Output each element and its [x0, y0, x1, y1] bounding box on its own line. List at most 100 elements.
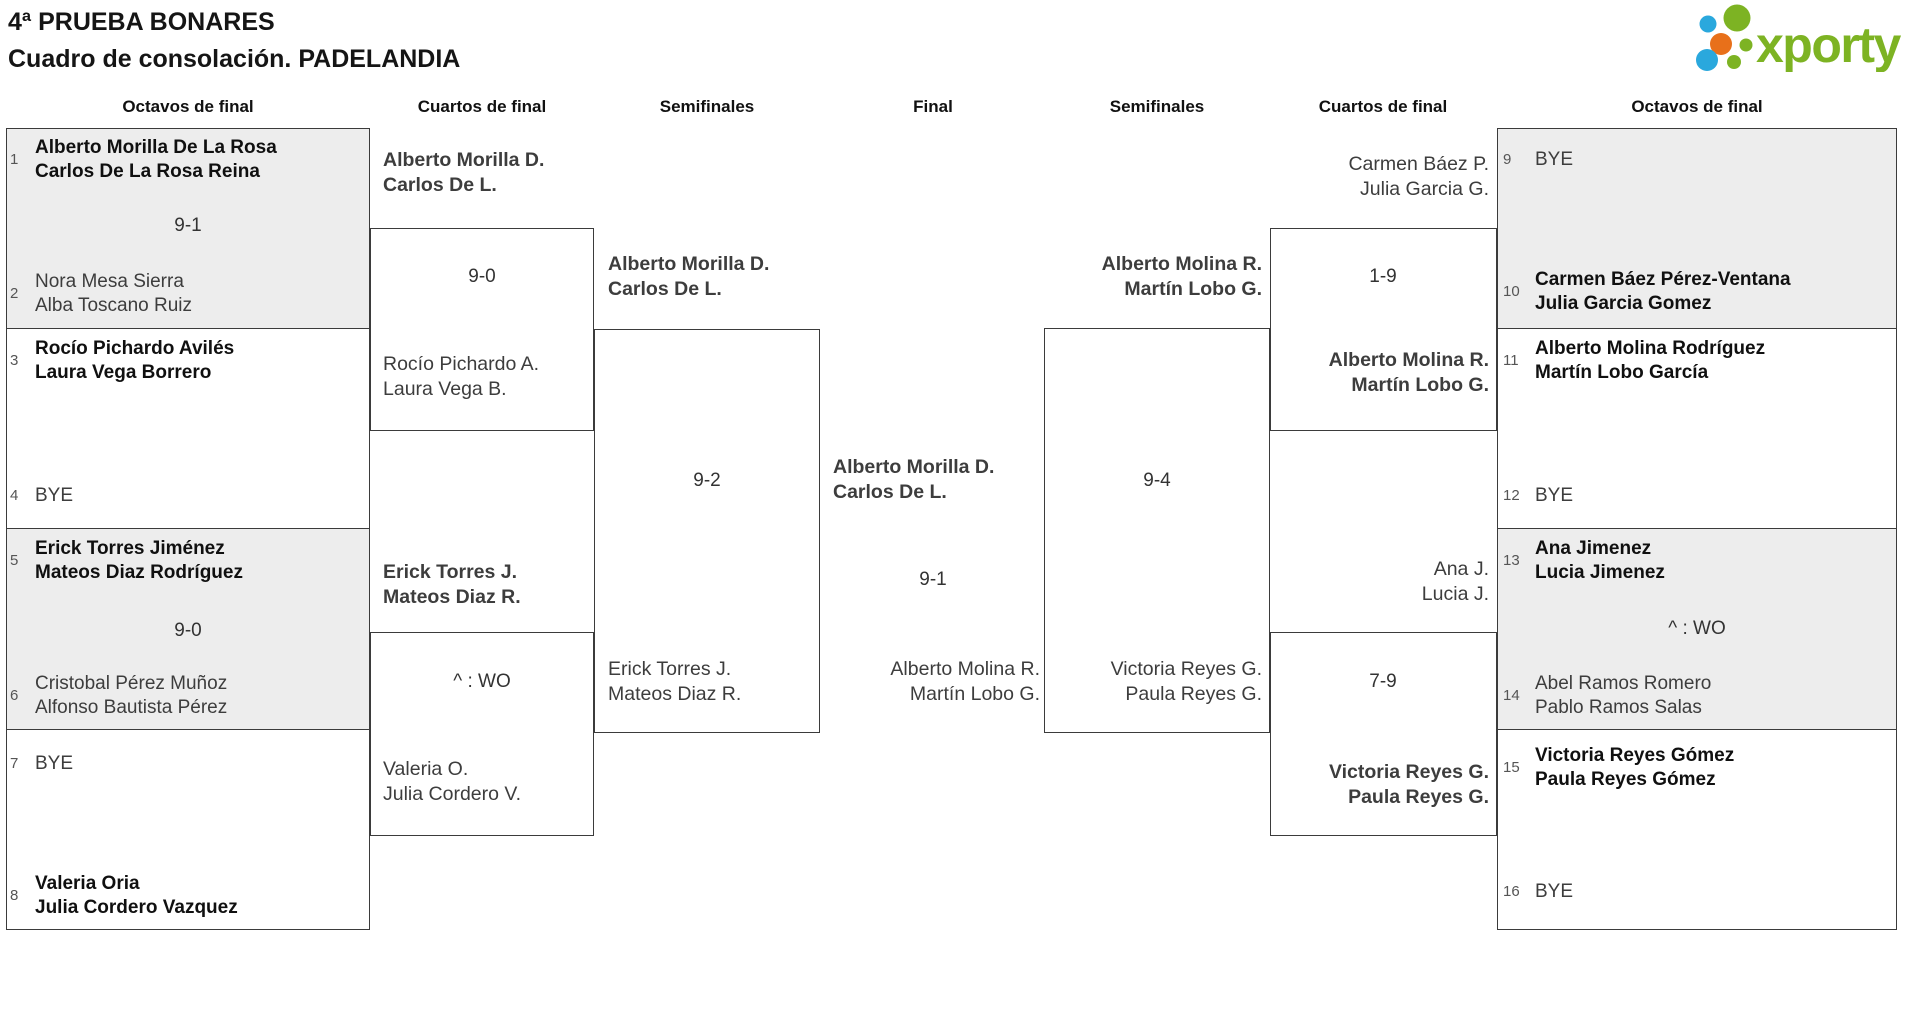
seed-number: 1: [10, 151, 19, 168]
player-name: Julia Cordero V.: [383, 783, 522, 805]
semifinal-left-loser: Erick Torres J. Mateos Diaz R.: [608, 657, 741, 707]
player-name: Martín Lobo G.: [1124, 278, 1262, 300]
match-shade: [6, 128, 370, 328]
page-title: 4ª PRUEBA BONARES Cuadro de consolación.…: [8, 4, 460, 78]
player-name: Alberto Morilla De La Rosa: [35, 137, 277, 158]
player-name: Mateos Diaz R.: [608, 683, 742, 705]
match-score: ^ : WO: [453, 671, 511, 692]
seed-number: 2: [10, 285, 19, 302]
bracket-line: [6, 528, 370, 529]
final-score: 9-1: [919, 569, 947, 590]
player-name: Abel Ramos Romero: [1535, 673, 1712, 694]
player-name: Alfonso Bautista Pérez: [35, 697, 228, 718]
player-name: Carlos De L.: [833, 481, 947, 503]
match-score: 7-9: [1369, 671, 1397, 692]
player-name: Rocío Pichardo Avilés: [35, 338, 235, 359]
match-score: 1-9: [1369, 266, 1397, 287]
player-name: Erick Torres J.: [608, 658, 732, 680]
cuartos-left-2-winner: Erick Torres J. Mateos Diaz R.: [383, 560, 521, 610]
player-name: Alberto Morilla D.: [383, 149, 545, 171]
player-name: Pablo Ramos Salas: [1535, 697, 1702, 718]
logo-dot-orange: [1710, 33, 1732, 55]
player-name: Rocío Pichardo A.: [383, 353, 540, 375]
seed-number: 5: [10, 552, 19, 569]
logo-wordmark: xporty: [1756, 17, 1902, 72]
match-score: ^ : WO: [1668, 618, 1726, 639]
logo-dot-blue-small: [1699, 15, 1717, 33]
player-name: Valeria O.: [383, 758, 469, 780]
bye-label: BYE: [35, 485, 74, 506]
player-name: Julia Garcia G.: [1360, 178, 1489, 200]
logo-dot-blue-large: [1696, 49, 1718, 71]
round-header-final: Final: [913, 97, 953, 116]
player-name: Alba Toscano Ruiz: [35, 295, 193, 316]
round-header-semis-left: Semifinales: [659, 97, 755, 116]
semifinal-left-box: [594, 329, 820, 733]
seed-number: 9: [1503, 151, 1512, 168]
cuartos-right-2-loser: Ana J. Lucia J.: [1422, 557, 1489, 607]
match-score: 9-4: [1143, 470, 1171, 491]
player-name: Carmen Báez Pérez-Ventana: [1535, 269, 1791, 290]
player-name: Martín Lobo G.: [909, 683, 1040, 705]
player-name: Paula Reyes Gómez: [1535, 769, 1716, 790]
player-name: Martín Lobo G.: [1351, 374, 1489, 396]
match-score: 9-1: [174, 215, 202, 236]
player-name: Alberto Morilla D.: [833, 456, 995, 478]
seed-number: 13: [1503, 552, 1520, 569]
player-name: Victoria Reyes G.: [1328, 761, 1489, 783]
round-header-semis-right: Semifinales: [1109, 97, 1205, 116]
player-name: Laura Vega B.: [383, 378, 507, 400]
seed-number: 12: [1503, 487, 1520, 504]
bye-label: BYE: [1535, 485, 1574, 506]
round-header-cuartos-right: Cuartos de final: [1318, 97, 1448, 116]
xporty-logo[interactable]: xporty: [1684, 4, 1914, 72]
player-name: Lucia J.: [1421, 583, 1489, 605]
seed-number: 6: [10, 687, 19, 704]
final-winner: Alberto Morilla D. Carlos De L.: [833, 455, 994, 505]
cuartos-left-1-loser: Rocío Pichardo A. Laura Vega B.: [383, 352, 539, 402]
match-shade: [6, 528, 370, 729]
logo-dot-green-small: [1739, 38, 1753, 52]
round-header-octavos-left: Octavos de final: [122, 97, 254, 116]
logo-dot-green-bottom: [1727, 55, 1741, 69]
player-name: Julia Garcia Gomez: [1535, 293, 1712, 314]
cuartos-right-2-winner: Victoria Reyes G. Paula Reyes G.: [1329, 760, 1489, 810]
cuartos-left-2-loser: Valeria O. Julia Cordero V.: [383, 757, 521, 807]
match-shade: [1497, 528, 1897, 729]
semifinal-right-box: [1044, 328, 1270, 733]
player-name: Cristobal Pérez Muñoz: [35, 673, 228, 694]
match-score: 9-2: [693, 470, 721, 491]
octavos-left-box: [6, 128, 370, 930]
bracket-line: [1497, 729, 1897, 730]
player-name: Alberto Molina Rodríguez: [1535, 338, 1766, 359]
bracket-line: [1497, 328, 1897, 329]
seed-number: 10: [1503, 283, 1520, 300]
player-name: Erick Torres J.: [383, 561, 518, 583]
match-shade: [1497, 128, 1897, 328]
tournament-name: 4ª PRUEBA BONARES: [8, 8, 275, 36]
cuartos-left-box-1: [370, 228, 594, 431]
player-name: Alberto Molina R.: [890, 658, 1040, 680]
round-header-cuartos-left: Cuartos de final: [417, 97, 547, 116]
round-header-octavos-right: Octavos de final: [1631, 97, 1763, 116]
team-slot-9: 9 BYE: [1503, 148, 1573, 172]
bracket-line: [6, 729, 370, 730]
bracket-line: [6, 328, 370, 329]
player-name: Victoria Reyes G.: [1110, 658, 1262, 680]
match-score: 9-0: [468, 266, 496, 287]
player-name: Alberto Molina R.: [1101, 253, 1262, 275]
player-name: Mateos Diaz Rodríguez: [35, 562, 243, 583]
player-name: Julia Cordero Vazquez: [35, 897, 238, 918]
seed-number: 3: [10, 352, 19, 369]
cuartos-right-box-1: [1270, 228, 1497, 431]
semifinal-left-winner: Alberto Morilla D. Carlos De L.: [608, 252, 769, 302]
cuartos-left-box-2: [370, 632, 594, 836]
